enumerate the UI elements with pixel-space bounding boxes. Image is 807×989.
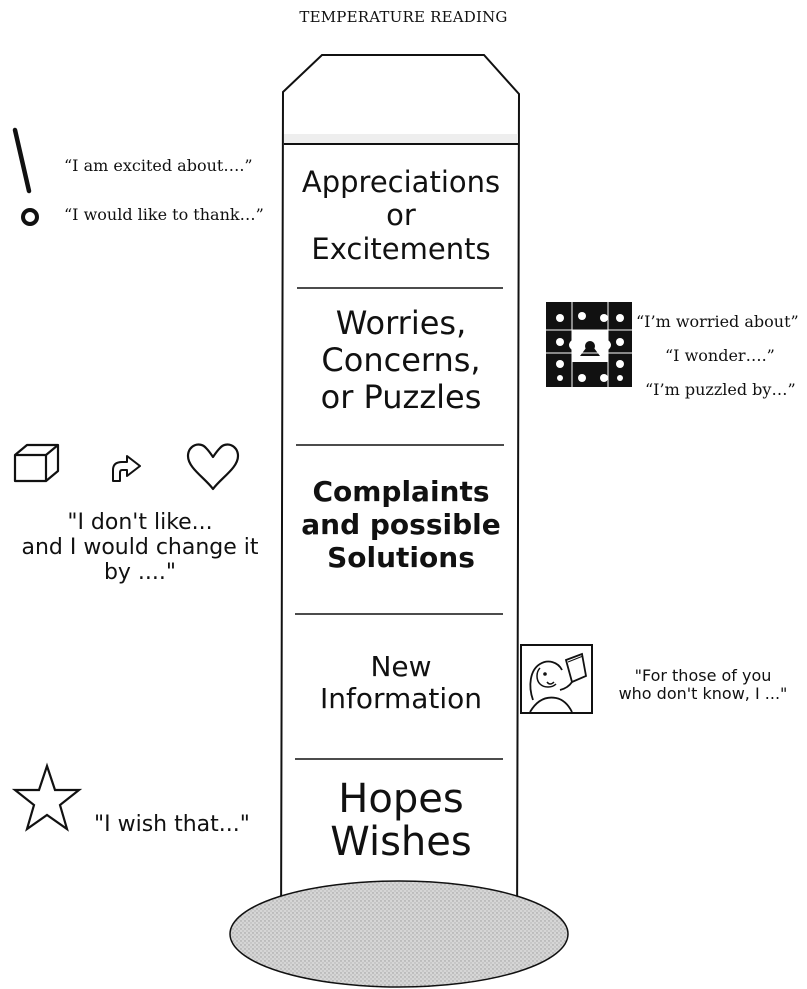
section-line: Complaints — [312, 475, 490, 508]
section-line: Hopes — [338, 776, 464, 822]
quote-line: "For those of you — [634, 666, 772, 685]
section-line: Information — [319, 682, 483, 716]
section-line: Solutions — [327, 540, 475, 574]
quote-wonder: “I wonder….” — [665, 346, 775, 365]
section-line: New — [370, 650, 432, 683]
quote-wish: "I wish that..." — [94, 812, 250, 837]
quote-excited: “I am excited about….” — [64, 156, 253, 175]
cube-icon — [13, 443, 60, 483]
quote-new-info: "For those of you who don't know, I ..." — [600, 666, 806, 704]
section-line: Concerns, — [321, 340, 481, 379]
quote-line: by ...." — [103, 559, 177, 585]
section-line: or Puzzles — [320, 377, 482, 416]
section-line: or — [386, 198, 416, 233]
section-new-information: New Information — [285, 650, 517, 716]
section-worries: Worries, Concerns, or Puzzles — [285, 305, 517, 415]
section-line: and possible — [301, 507, 501, 541]
quote-thank: “I would like to thank…” — [64, 205, 264, 224]
page-title: TEMPERATURE READING — [299, 8, 508, 26]
quote-line: who don't know, I ..." — [618, 684, 788, 704]
star-icon — [11, 762, 83, 832]
arrow-icon — [112, 455, 141, 482]
section-appreciations: Appreciations or Excitements — [285, 165, 517, 266]
section-complaints: Complaints and possible Solutions — [285, 475, 517, 574]
section-line: Worries, — [335, 304, 467, 342]
quote-worried: “I’m worried about” — [636, 312, 799, 331]
quote-puzzled: “I’m puzzled by…” — [645, 380, 796, 399]
section-line: Appreciations — [301, 165, 501, 199]
section-line: Excitements — [311, 231, 491, 266]
quote-line: "I don't like... — [67, 510, 213, 535]
quote-dont-like: "I don't like... and I would change it b… — [0, 510, 280, 586]
section-hopes-wishes: Hopes Wishes — [285, 778, 517, 864]
thermometer-bulb — [229, 880, 569, 988]
person-drinking-icon — [520, 644, 593, 714]
section-line: Wishes — [330, 818, 472, 865]
thermometer-band — [284, 134, 518, 144]
heart-icon — [186, 443, 240, 491]
puzzle-icon — [546, 302, 632, 387]
quote-line: and I would change it — [21, 534, 259, 560]
exclamation-icon — [12, 127, 39, 226]
